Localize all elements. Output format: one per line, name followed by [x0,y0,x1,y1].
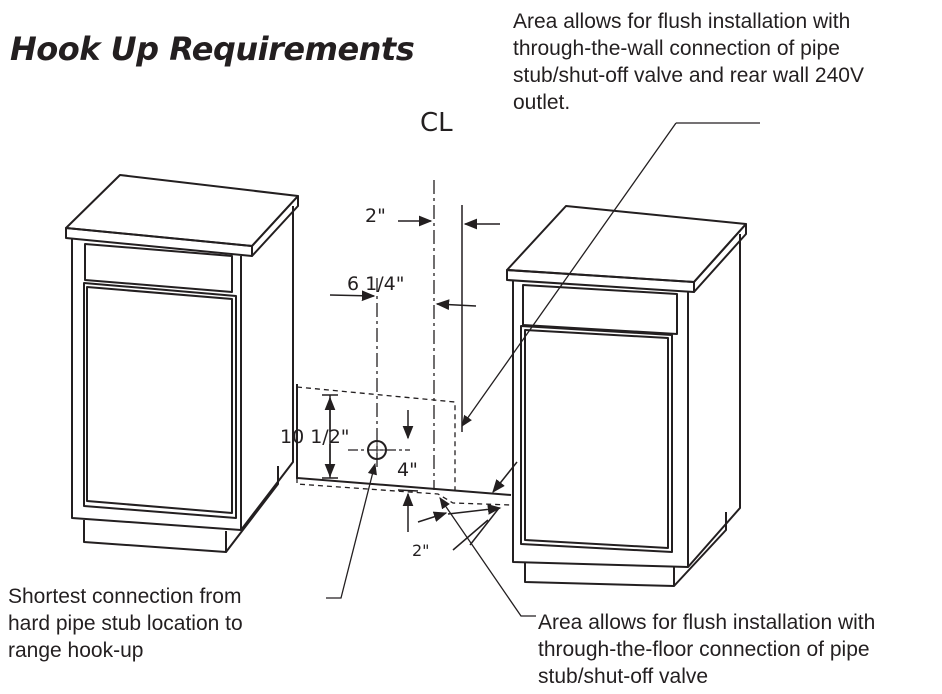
dim-label: 6 1/4" [347,273,404,295]
dim-label: 10 1/2" [280,426,350,448]
note-line: range hook-up [8,639,144,662]
right-door [524,329,669,549]
note-line: hard pipe stub location to [8,612,243,635]
right-countertop [506,205,747,283]
dimension-2in-top: 2" [365,205,500,432]
left-cabinet [65,174,299,553]
dimension-6-1-4in: 6 1/4" [329,273,477,311]
page-title: Hook Up Requirements [10,30,415,68]
note-line: outlet. [513,91,571,114]
note-line: through-the-floor connection of pipe [538,638,870,661]
wall-area-outline [296,386,456,492]
pipe-stub-note: Shortest connection from hard pipe stub … [8,583,243,664]
centerline: CL [420,108,453,490]
right-cabinet [506,205,747,587]
left-door [86,286,233,514]
dim-label: 2" [365,205,386,227]
note-line: Area allows for flush installation with [513,10,851,33]
floor-area-note: Area allows for flush installation with … [538,609,875,690]
note-line: Area allows for flush installation with [538,611,876,634]
dimension-4in: 4" [397,410,419,532]
right-drawer [522,284,678,335]
pipe-stub-leader [326,462,377,599]
left-countertop-edge [65,227,253,257]
dimension-10-1-2in: 10 1/2" [280,394,350,479]
left-drawer [84,243,233,293]
installation-zone [296,384,512,506]
floor-area-outline [296,478,512,506]
wall-area-leader [461,122,677,427]
centerline-label: CL [420,108,453,138]
dim-label: 4" [397,459,418,481]
leader-lines [326,122,760,617]
note-line: stub/shut-off valve [538,665,709,688]
note-line: through-the-wall connection of pipe [513,37,840,60]
wall-area-note: Area allows for flush installation with … [513,8,864,116]
pipe-stub [348,278,410,470]
floor-area-leader [439,497,536,617]
note-line: stub/shut-off valve and rear wall 240V [513,64,864,87]
note-line: Shortest connection from [8,585,242,608]
dim-label: 2" [412,541,430,560]
left-countertop [65,174,299,247]
dimension-2in-floor: 2" [412,461,518,560]
